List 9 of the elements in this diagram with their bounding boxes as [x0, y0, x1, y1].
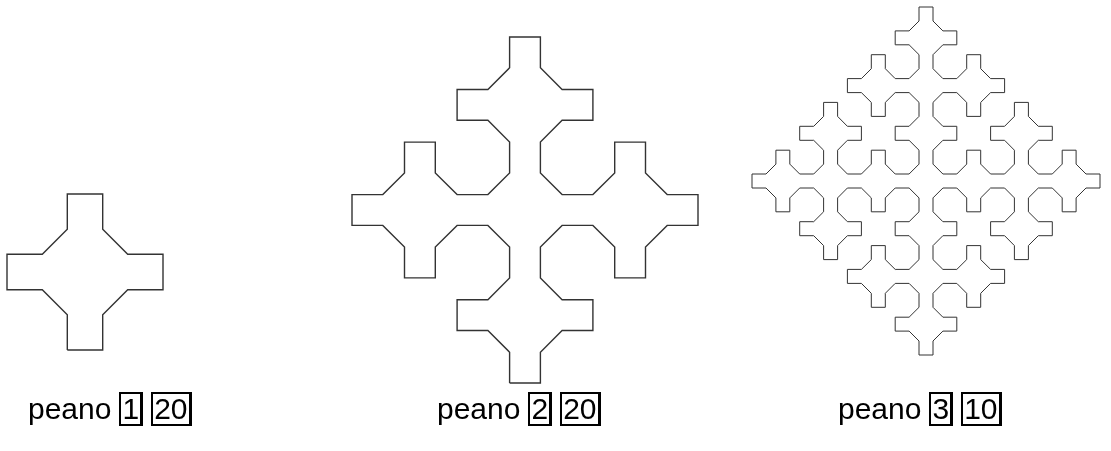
- number-field: 1: [119, 392, 144, 426]
- caption-word: peano: [838, 392, 922, 426]
- number-field: 3: [929, 392, 954, 426]
- number-field: 20: [151, 392, 192, 426]
- caption-word: peano: [437, 392, 521, 426]
- number-field: 2: [528, 392, 553, 426]
- number-field: 10: [961, 392, 1002, 426]
- number-field: 20: [560, 392, 601, 426]
- caption-word: peano: [28, 392, 112, 426]
